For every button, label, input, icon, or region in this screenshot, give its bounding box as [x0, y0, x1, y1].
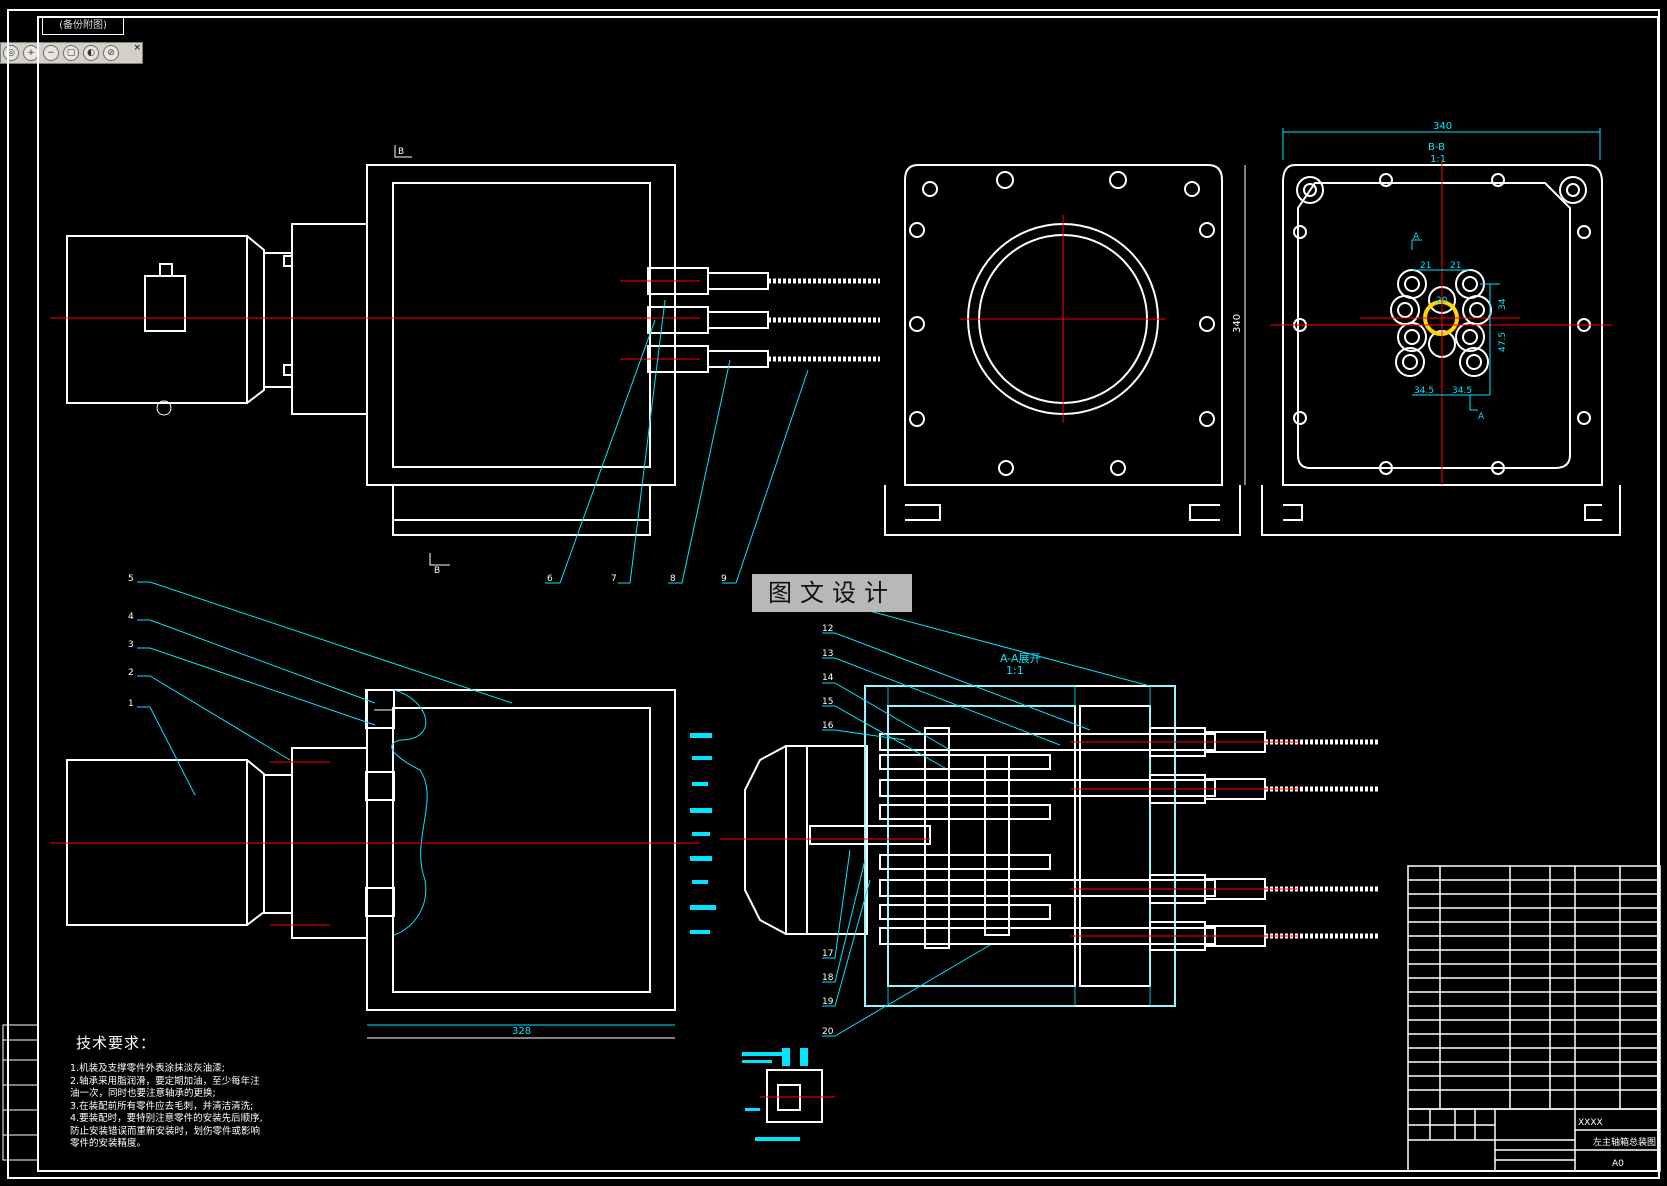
- balloon-14: 14: [822, 673, 834, 683]
- close-view-icon[interactable]: ⊘: [103, 45, 119, 61]
- zoom-out-icon[interactable]: −: [43, 45, 59, 61]
- balloon-2: 2: [128, 668, 134, 678]
- balloon-12: 12: [822, 624, 833, 634]
- tech-req-line-6: 防止安装错误而重新安装时，划伤零件或影响: [70, 1125, 261, 1137]
- balloon-18: 18: [822, 973, 834, 983]
- balloon-16: 16: [822, 721, 834, 731]
- centerlines-top: [50, 280, 700, 416]
- tech-req-line-3: 油一次，同时也要注意轴承的更换;: [70, 1088, 216, 1099]
- side-view-top: [66, 164, 769, 536]
- aa-screws: [1265, 739, 1380, 939]
- balloon-13: 13: [822, 649, 833, 659]
- balloon-9: 9: [721, 574, 727, 584]
- bb-dim-width: 340: [1433, 121, 1452, 132]
- title-code: XXXX: [1578, 1118, 1603, 1128]
- bb-centerlines: [1270, 160, 1612, 485]
- dim-47-5: 47.5: [1498, 332, 1508, 352]
- bb-bearings: [1390, 269, 1492, 377]
- plan-centerlines: [50, 761, 700, 926]
- dim-34-5-right: 34.5: [1452, 386, 1472, 396]
- balloon-15: 15: [822, 697, 833, 707]
- title-block: [1407, 1108, 1661, 1172]
- dim-34-right: 34: [1498, 298, 1508, 310]
- tech-req-line-2: 2.轴承采用脂润滑，要定期加油，至少每年注: [70, 1075, 260, 1087]
- bb-scale: 1:1: [1430, 154, 1446, 165]
- balloon-8: 8: [670, 574, 676, 584]
- plan-breakout: [374, 689, 428, 936]
- bb-dim-line: [1282, 128, 1601, 160]
- tech-req-line-1: 1.机装及支撑零件外表涂抹淡灰油漆;: [70, 1063, 225, 1074]
- toolbar-close-icon[interactable]: ×: [133, 43, 141, 53]
- front-holes: [909, 171, 1215, 476]
- a-mark-top: A: [1413, 232, 1420, 242]
- aa-hatch: [864, 685, 1176, 1007]
- balloons: 1 2 3 4 5 6 7 8 9 12 13 14 15 16 17 18 1…: [128, 574, 834, 1037]
- technical-requirements: 技术要求： 1.机装及支撑零件外表涂抹淡灰油漆; 2.轴承采用脂润滑，要定期加油…: [70, 1032, 263, 1151]
- dim-34-5-left: 34.5: [1414, 386, 1434, 396]
- a-mark-bottom: A: [1478, 412, 1485, 422]
- balloon-5: 5: [128, 574, 134, 584]
- detail-view: [766, 1069, 823, 1123]
- dim-21-right: 21: [1450, 261, 1461, 271]
- balloon-4: 4: [128, 612, 134, 622]
- bb-title: B-B: [1428, 142, 1445, 153]
- bb-holes: [1293, 173, 1591, 475]
- balloon-1: 1: [128, 699, 134, 709]
- tech-req-line-4: 3.在装配前所有零件应去毛刺，并清洁清洗;: [70, 1100, 254, 1112]
- tech-req-line-5: 4.要装配时，要特别注意零件的安装先后顺序,: [70, 1113, 263, 1124]
- tech-req-title: 技术要求：: [76, 1034, 157, 1052]
- aa-centerlines: [720, 741, 1300, 937]
- section-bb: [1261, 164, 1621, 536]
- aa-cyan-bars: [690, 733, 716, 934]
- title-sheet-size: A0: [1612, 1159, 1624, 1169]
- balloon-19: 19: [822, 997, 834, 1007]
- leader-lines: [137, 299, 1151, 1037]
- b-mark-top: B: [398, 147, 404, 157]
- balloon-7: 7: [611, 574, 617, 584]
- parts-list: [1407, 865, 1661, 1110]
- title-drawing-name: 左主轴箱总装图: [1593, 1136, 1656, 1148]
- balloon-20: 20: [822, 1027, 834, 1037]
- aa-scale: 1:1: [1006, 664, 1024, 677]
- watermark: 图文设计: [752, 574, 912, 612]
- shafts-top: [768, 278, 880, 362]
- dim-21-left: 21: [1420, 261, 1431, 271]
- zoom-window-icon[interactable]: ▢: [63, 45, 79, 61]
- plan-view: [66, 689, 676, 1039]
- dim-20: 20: [1436, 296, 1448, 306]
- section-mark-b: [394, 145, 450, 566]
- detail-cyan: [742, 1048, 808, 1141]
- bb-dims: [1411, 239, 1500, 411]
- front-centerlines: [960, 215, 1166, 423]
- view-icon[interactable]: ◐: [83, 45, 99, 61]
- balloon-3: 3: [128, 640, 134, 650]
- balloon-6: 6: [547, 574, 553, 584]
- dim-328: 328: [512, 1026, 531, 1037]
- b-mark-bottom: B: [434, 566, 440, 576]
- balloon-17: 17: [822, 949, 833, 959]
- drawing-border: [2, 9, 1660, 1179]
- dim-340-side-text: 340: [1232, 314, 1243, 333]
- aa-title: A-A展开: [1000, 652, 1041, 665]
- tech-req-line-7: 零件的安装精度。: [70, 1138, 147, 1149]
